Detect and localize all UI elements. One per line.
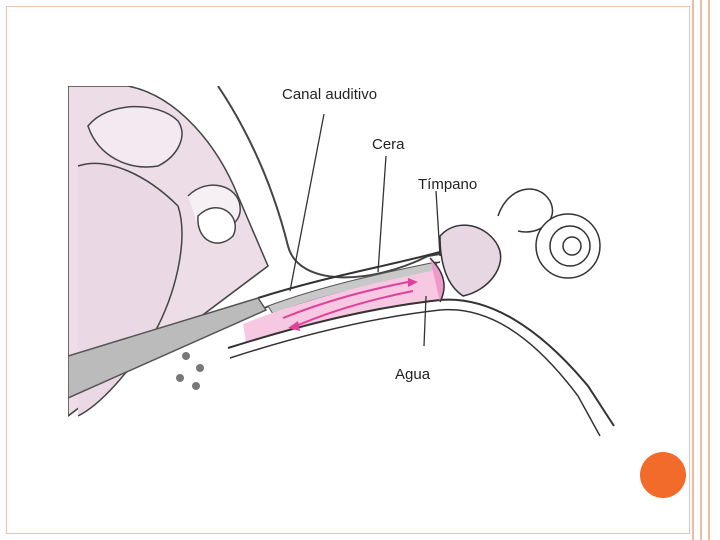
ossicles (440, 225, 501, 296)
leader-canal (290, 114, 324, 291)
ear-illustration (68, 86, 616, 450)
leader-agua (424, 296, 426, 346)
slide-frame-line-right (708, 0, 710, 540)
accent-circle (640, 452, 686, 498)
leader-timpano (436, 191, 440, 256)
pore (196, 364, 204, 372)
leader-cera (378, 156, 386, 272)
label-canal-auditivo: Canal auditivo (282, 86, 377, 103)
pore (182, 352, 190, 360)
pore (192, 382, 200, 390)
slide-frame-line-left (692, 0, 694, 540)
slide-frame-line-mid (700, 0, 702, 540)
label-agua: Agua (395, 366, 430, 383)
pore (176, 374, 184, 382)
label-timpano: Tímpano (418, 176, 477, 193)
ear-canal-diagram (68, 86, 616, 450)
label-cera: Cera (372, 136, 405, 153)
